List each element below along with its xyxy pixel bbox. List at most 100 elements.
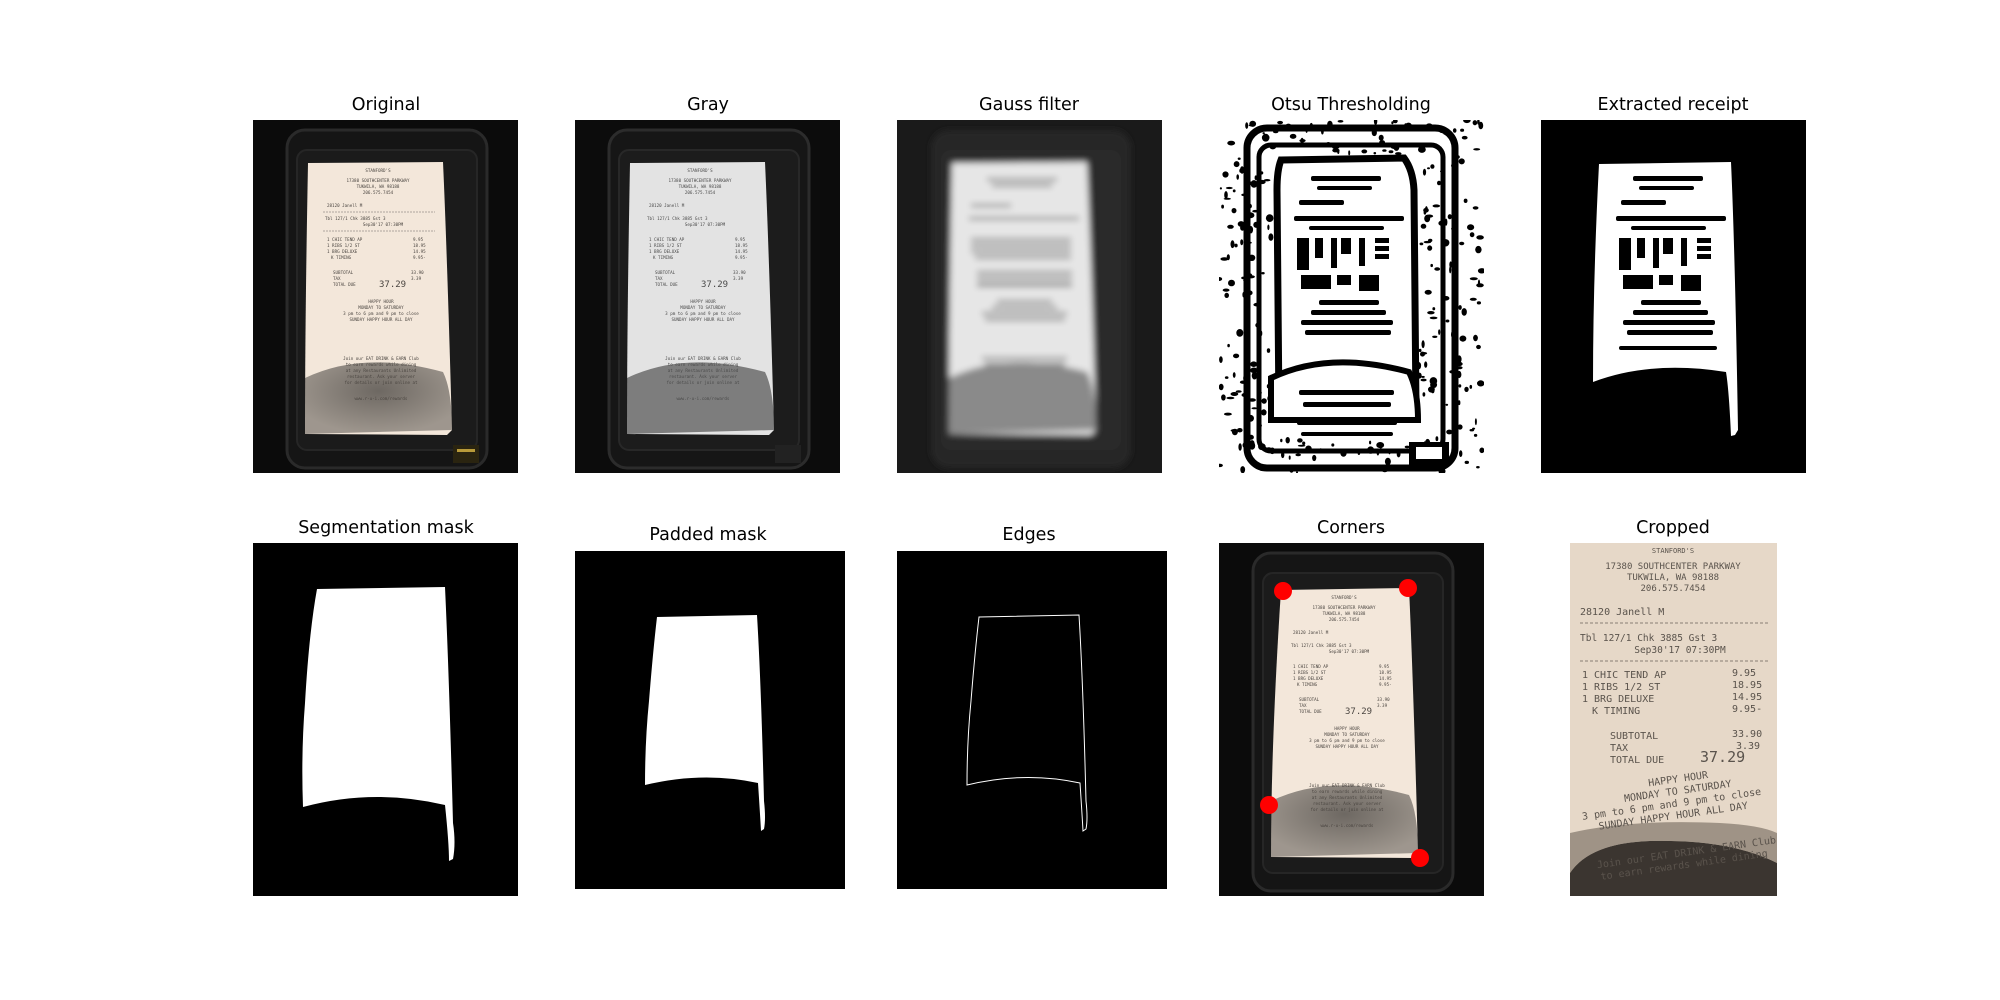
svg-text:TAX: TAX bbox=[1299, 703, 1307, 708]
noise-speck bbox=[1459, 450, 1462, 457]
svg-text:3.39: 3.39 bbox=[733, 276, 744, 281]
svg-text:K TIMING: K TIMING bbox=[653, 255, 674, 260]
noise-speck bbox=[1476, 235, 1484, 239]
noise-speck bbox=[1477, 301, 1481, 304]
panel-title: Cropped bbox=[1473, 518, 1873, 538]
noise-speck bbox=[1227, 141, 1235, 146]
original-photo: STANFORD'S 17380 SOUTHCENTER PARKWAY TUK… bbox=[253, 120, 518, 473]
edges-outline bbox=[897, 551, 1167, 889]
svg-text:1 BRG DELUXE: 1 BRG DELUXE bbox=[1293, 676, 1324, 681]
svg-text:TOTAL DUE: TOTAL DUE bbox=[333, 282, 356, 287]
svg-text:14.95: 14.95 bbox=[413, 249, 426, 254]
noise-speck bbox=[1473, 148, 1480, 150]
svg-text:www.r-u-i.com/rewards: www.r-u-i.com/rewards bbox=[355, 396, 408, 401]
svg-text:33.90: 33.90 bbox=[1377, 697, 1390, 702]
noise-speck bbox=[1297, 438, 1303, 442]
noise-speck bbox=[1226, 187, 1233, 189]
svg-text:14.95: 14.95 bbox=[735, 249, 748, 254]
svg-text:SUBTOTAL: SUBTOTAL bbox=[655, 270, 676, 275]
noise-speck bbox=[1427, 167, 1430, 169]
svg-text:K TIMING: K TIMING bbox=[1297, 682, 1318, 687]
noise-speck bbox=[1267, 348, 1270, 353]
noise-speck bbox=[1438, 329, 1440, 335]
noise-speck bbox=[1219, 384, 1224, 390]
svg-text:TUKWILA, WA 98188: TUKWILA, WA 98188 bbox=[679, 184, 722, 189]
svg-text:at any Restaurants Unlimited: at any Restaurants Unlimited bbox=[668, 368, 739, 373]
noise-speck bbox=[1421, 376, 1425, 378]
noise-speck bbox=[1430, 377, 1438, 385]
svg-text:9.95: 9.95 bbox=[413, 237, 424, 242]
svg-text:1 RIBS 1/2 ST: 1 RIBS 1/2 ST bbox=[1582, 682, 1660, 693]
svg-text:Sep30'17 07:30PM: Sep30'17 07:30PM bbox=[363, 222, 404, 227]
noise-speck bbox=[1424, 361, 1427, 367]
noise-speck bbox=[1262, 134, 1270, 142]
noise-speck bbox=[1369, 441, 1371, 445]
noise-speck bbox=[1361, 149, 1367, 153]
svg-text:1 BRG DELUXE: 1 BRG DELUXE bbox=[327, 249, 358, 254]
noise-speck bbox=[1478, 122, 1483, 130]
noise-speck bbox=[1302, 442, 1305, 446]
svg-text:www.r-u-i.com/rewards: www.r-u-i.com/rewards bbox=[677, 396, 730, 401]
svg-text:1 CHIC TEND AP: 1 CHIC TEND AP bbox=[649, 237, 685, 242]
noise-speck bbox=[1228, 280, 1235, 287]
noise-speck bbox=[1458, 305, 1461, 310]
svg-text:28120 Janell M: 28120 Janell M bbox=[1293, 630, 1329, 635]
extracted-image bbox=[1541, 120, 1806, 473]
noise-speck bbox=[1433, 204, 1441, 207]
svg-text:HAPPY HOUR: HAPPY HOUR bbox=[368, 299, 394, 304]
noise-speck bbox=[1459, 384, 1462, 387]
corner-marker-bottom-right bbox=[1411, 849, 1429, 867]
noise-speck bbox=[1473, 335, 1478, 341]
noise-speck bbox=[1470, 429, 1475, 431]
noise-speck bbox=[1250, 361, 1257, 367]
noise-speck bbox=[1453, 128, 1457, 133]
svg-text:33.90: 33.90 bbox=[733, 270, 746, 275]
noise-speck bbox=[1423, 392, 1426, 396]
svg-text:1 CHIC TEND AP: 1 CHIC TEND AP bbox=[1582, 670, 1666, 681]
svg-text:37.29: 37.29 bbox=[379, 280, 406, 290]
segmentation-mask-shape bbox=[253, 543, 518, 896]
noise-speck bbox=[1421, 379, 1427, 382]
svg-text:TAX: TAX bbox=[333, 276, 341, 281]
padded-mask-shape bbox=[575, 551, 845, 889]
noise-speck bbox=[1448, 214, 1452, 219]
padded-mask-image bbox=[575, 551, 845, 889]
noise-speck bbox=[1224, 293, 1229, 298]
noise-speck bbox=[1245, 122, 1248, 129]
noise-speck bbox=[1446, 404, 1449, 406]
noise-speck bbox=[1286, 437, 1290, 443]
svg-text:HAPPY HOUR: HAPPY HOUR bbox=[690, 299, 716, 304]
svg-text:K TIMING: K TIMING bbox=[331, 255, 352, 260]
svg-text:TUKWILA, WA 98188: TUKWILA, WA 98188 bbox=[1627, 573, 1719, 583]
svg-text:14.95: 14.95 bbox=[1732, 692, 1762, 703]
svg-text:3.39: 3.39 bbox=[411, 276, 422, 281]
noise-speck bbox=[1424, 210, 1427, 214]
svg-text:Tbl 127/1 Chk 3885 Gst 3: Tbl 127/1 Chk 3885 Gst 3 bbox=[647, 216, 708, 221]
noise-speck bbox=[1231, 392, 1239, 396]
svg-text:restaurant. Ask your server: restaurant. Ask your server bbox=[669, 374, 738, 379]
svg-text:9.95-: 9.95- bbox=[1732, 704, 1762, 715]
noise-speck bbox=[1465, 461, 1469, 464]
noise-speck bbox=[1225, 376, 1229, 379]
svg-text:at any Restaurants Unlimited: at any Restaurants Unlimited bbox=[346, 368, 417, 373]
gray-image: STANFORD'S 17380 SOUTHCENTER PARKWAY TUK… bbox=[575, 120, 840, 473]
noise-speck bbox=[1475, 418, 1477, 425]
noise-speck bbox=[1385, 458, 1391, 466]
svg-text:to earn rewards while dining: to earn rewards while dining bbox=[1312, 789, 1383, 794]
noise-speck bbox=[1423, 169, 1426, 176]
noise-speck bbox=[1238, 430, 1240, 432]
svg-text:206.575.7454: 206.575.7454 bbox=[363, 190, 394, 195]
original-image: STANFORD'S 17380 SOUTHCENTER PARKWAY TUK… bbox=[253, 120, 518, 473]
noise-speck bbox=[1332, 148, 1339, 152]
noise-speck bbox=[1220, 257, 1228, 260]
corner-marker-top-right bbox=[1399, 579, 1417, 597]
noise-speck bbox=[1261, 398, 1266, 404]
corner-marker-bottom-left bbox=[1260, 796, 1278, 814]
noise-speck bbox=[1267, 225, 1269, 231]
svg-text:Join our EAT DRINK & EARN Club: Join our EAT DRINK & EARN Club bbox=[343, 356, 419, 361]
noise-speck bbox=[1221, 394, 1226, 400]
svg-text:TAX: TAX bbox=[655, 276, 663, 281]
noise-speck bbox=[1227, 225, 1234, 229]
svg-text:SUBTOTAL: SUBTOTAL bbox=[333, 270, 354, 275]
noise-speck bbox=[1289, 456, 1291, 460]
